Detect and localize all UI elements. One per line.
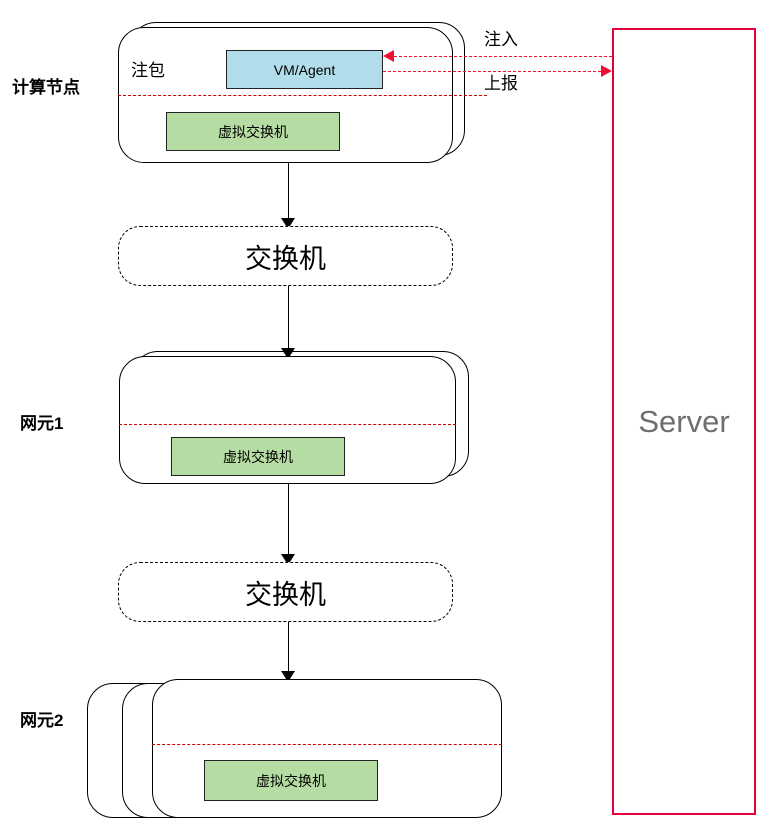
switch-box-1[interactable]: 交换机 [118, 226, 453, 286]
connector-ne1-to-switch2 [288, 484, 289, 559]
report-flow-line [383, 71, 601, 72]
connector-ne1-to-switch2-arrow [281, 554, 295, 565]
connector-switch1-to-ne1-arrow [281, 348, 295, 359]
server-label: Server [638, 404, 730, 439]
connector-switch2-to-ne2 [288, 622, 289, 679]
switch-box-2[interactable]: 交换机 [118, 562, 453, 622]
ne1-separator [119, 424, 456, 425]
label-network-element-2: 网元2 [20, 711, 64, 730]
label-network-element-1: 网元1 [20, 414, 64, 433]
connector-switch1-to-ne1 [288, 286, 289, 353]
server-box[interactable]: Server [612, 28, 756, 815]
report-flow-label: 上报 [484, 74, 518, 93]
report-flow-arrowhead [601, 65, 612, 77]
inject-flow-arrowhead [383, 50, 394, 62]
vm-agent-box[interactable]: VM/Agent [226, 50, 383, 89]
compute-node-vswitch-box[interactable]: 虚拟交换机 [166, 112, 340, 151]
inject-text: 注包 [131, 61, 165, 80]
connector-computenode-to-switch1 [288, 163, 289, 223]
inject-flow-line [394, 56, 612, 57]
connector-switch2-to-ne2-arrow [281, 671, 295, 682]
ne2-separator [152, 744, 502, 745]
connector-computenode-to-switch1-arrow [281, 218, 295, 229]
ne1-vswitch-box[interactable]: 虚拟交换机 [171, 437, 345, 476]
label-compute-node: 计算节点 [12, 78, 80, 97]
inject-flow-label: 注入 [484, 30, 518, 49]
ne2-vswitch-box[interactable]: 虚拟交换机 [204, 760, 378, 801]
compute-node-separator [118, 95, 487, 96]
